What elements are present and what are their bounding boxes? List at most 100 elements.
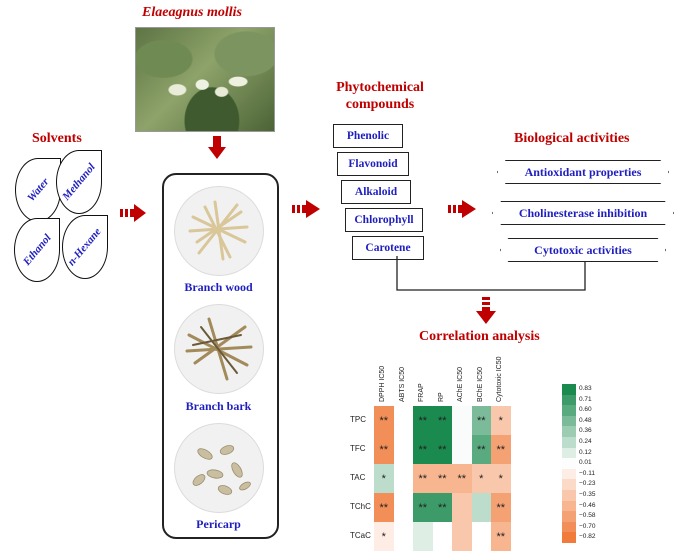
phyto-item-flavonoid: Flavonoid [337,152,409,176]
heatmap-column-label: FRAP [418,383,425,402]
colorbar-swatch [562,394,576,406]
heatmap-cell [413,522,433,551]
sample-label-branch-wood: Branch wood [184,280,253,294]
phyto-item-phenolic: Phenolic [333,124,403,148]
colorbar-label: 0.01 [579,459,592,467]
bio-item-cholinesterase: Cholinesterase inhibition [492,201,674,225]
heatmap-cell: ** [491,493,511,522]
heatmap-cell [393,522,413,551]
sample-label-pericarp: Pericarp [196,517,241,531]
heatmap-cell: ** [471,435,491,464]
colorbar-label: 0.24 [579,438,592,445]
heatmap-column-label: RP [437,392,445,402]
colorbar-swatch [562,490,576,501]
solvent-label: Water [24,175,52,205]
samples-panel [162,173,279,539]
heatmap-column-label: AChE IC50 [457,366,464,402]
bio-item-antioxidant: Antioxidant properties [497,160,669,184]
heatmap-cell: ** [413,406,433,435]
heatmap-cell: ** [491,522,511,551]
heatmap-row-label: TChC [350,502,371,511]
colorbar-label: −0.35 [579,491,596,498]
colorbar-swatch [562,384,576,395]
heatmap-cell: ** [374,406,394,435]
solvent-label: Methanol [60,161,98,203]
correlation-title: Correlation analysis [419,329,540,344]
solvent-drop-ethanol: Ethanol [14,218,60,282]
heatmap-cell [471,493,491,522]
heatmap-cell [432,522,452,551]
heatmap-cell: ** [413,464,433,493]
heatmap-cell [452,522,472,551]
phyto-item-carotene: Carotene [352,236,424,260]
solvent-drop-methanol: Methanol [56,150,102,214]
colorbar-swatch [562,437,576,448]
heatmap-cell: * [374,522,394,551]
heatmap-column-label: BChE IC50 [476,366,484,402]
heatmap-cell: ** [452,464,472,493]
connector-bracket [396,256,586,291]
branch-bark-image [175,305,263,393]
colorbar-label: 0.48 [579,416,592,424]
heatmap-column-label: DPPH IC50 [379,365,386,402]
colorbar-swatch [562,468,576,480]
phytochemical-title-line2: compounds [345,97,415,112]
arrow-right-icon [120,204,146,222]
sample-label-branch-bark: Branch bark [185,399,252,413]
heatmap-cell [471,522,491,551]
colorbar-swatch [562,521,576,533]
heatmap-row-label: TAC [350,473,366,482]
heatmap-cell [452,406,472,435]
colorbar-label: −0.82 [579,533,596,541]
phytochemical-title: Phytochemical compounds [330,79,430,113]
heatmap-cell [452,493,472,522]
colorbar-label: 0.60 [579,406,592,414]
heatmap-cell: ** [471,406,491,435]
heatmap-row-label: TCaC [350,531,371,540]
colorbar-label: −0.23 [579,480,596,488]
pericarp-image [175,424,263,512]
colorbar-label: 0.36 [579,427,592,435]
heatmap-cell: ** [413,435,433,464]
heatmap-cell: ** [374,435,394,464]
colorbar-label: 0.71 [579,395,592,403]
heatmap-cell: * [471,464,491,493]
colorbar-label: −0.70 [579,522,596,530]
colorbar-label: 0.12 [579,448,592,456]
heatmap-cell: ** [432,464,452,493]
colorbar-swatch [562,405,576,416]
colorbar-swatch [562,511,576,522]
heatmap-cell [393,406,413,435]
colorbar-label: −0.46 [579,501,596,509]
solvent-label: n-Hexane [65,225,105,269]
colorbar-swatch [562,532,576,543]
heatmap-cell [393,493,413,522]
heatmap-cell: ** [432,435,452,464]
heatmap-cell: * [374,464,394,493]
phyto-item-alkaloid: Alkaloid [341,180,411,204]
colorbar-swatch [562,415,576,427]
colorbar-swatch [562,479,576,490]
arrow-right-icon [292,200,320,218]
heatmap-cell: ** [432,406,452,435]
heatmap-cell [452,435,472,464]
colorbar-swatch [562,458,576,469]
solvents-title: Solvents [32,131,82,146]
arrow-down-icon [208,136,226,159]
phytochemical-title-line1: Phytochemical [336,80,424,95]
heatmap-cell [393,435,413,464]
arrow-right-icon [448,200,476,218]
colorbar-label: −0.11 [579,469,595,477]
plant-title: Elaeagnus mollis [142,5,242,20]
heatmap-cell: ** [491,435,511,464]
colorbar-label: −0.58 [579,512,596,520]
heatmap-cell: ** [413,493,433,522]
plant-photo [135,27,275,132]
phyto-item-chlorophyll: Chlorophyll [345,208,423,232]
colorbar-swatch [562,447,576,459]
solvent-label: Ethanol [20,232,54,268]
heatmap-cell: * [491,406,511,435]
heatmap-column-label: Cytotoxic IC50 [496,356,503,402]
heatmap-cell: ** [432,493,452,522]
